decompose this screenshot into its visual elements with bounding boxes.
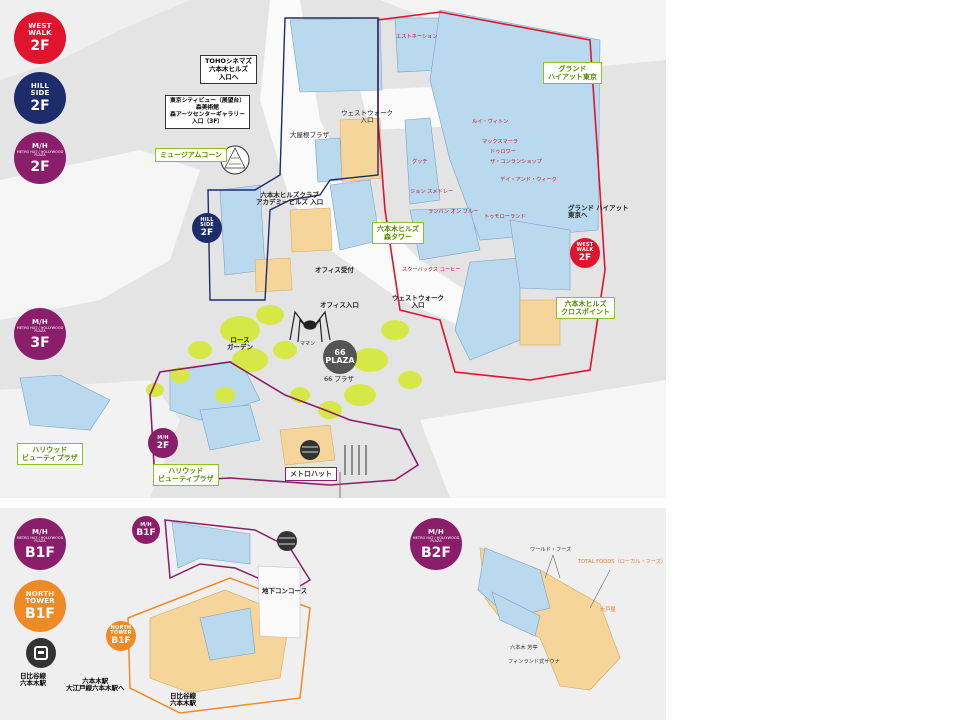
badge-sub: METRO HAT / HOLLYWOOD PLAZA: [16, 325, 64, 333]
badge-floor: 2F: [30, 158, 50, 175]
shop-label-b2f: 大戸屋: [600, 607, 616, 613]
shop-label: マックスマーラ: [482, 139, 519, 145]
station-hibiya-b1-label: 日比谷線 六本木駅: [170, 692, 196, 708]
badge-floor: 2F: [30, 98, 50, 114]
callout-toho-cinemas[interactable]: TOHOシネマズ 六本木ヒルズ 入口へ: [200, 55, 257, 85]
badge-sub: METRO HAT / HOLLYWOOD PLAZA: [412, 535, 460, 543]
badge-label: HILL SIDE: [200, 217, 214, 228]
shop-label: ザ・コンランショップ: [490, 159, 542, 165]
label-mori-tower[interactable]: 六本木ヒルズ 森タワー: [372, 222, 424, 245]
badge-mh-3f: M/H METRO HAT / HOLLYWOOD PLAZA 3F: [14, 308, 66, 360]
label-office-entrance: オフィス入口: [320, 301, 359, 309]
badge-label: WEST WALK: [28, 22, 52, 37]
shop-label: スターバックス コーヒー: [402, 267, 461, 273]
badge-floor: B1F: [111, 636, 131, 646]
label-metro-hat[interactable]: メトロハット: [285, 467, 337, 482]
badge-west-walk-2f: WEST WALK 2F: [14, 12, 66, 64]
badge-hill-side-inline: HILL SIDE 2F: [192, 213, 222, 243]
badge-mh-b2f: M/H METRO HAT / HOLLYWOOD PLAZA B2F: [410, 518, 462, 570]
label-crosspoint[interactable]: 六本木ヒルズ クロスポイント: [556, 297, 615, 320]
shop-label: ランバン オン ブルー: [428, 209, 479, 215]
badge-floor: B1F: [25, 606, 55, 622]
badge-label: NORTH TOWER: [110, 625, 132, 636]
badge-floor: B2F: [421, 544, 451, 561]
shop-label: エストネーション: [396, 34, 438, 40]
shop-label-b2f: ワールド・フーズ: [530, 547, 572, 553]
badge-label: NORTH TOWER: [25, 590, 55, 605]
label-west-walk-entrance-bottom: ウェストウォーク 入口: [392, 294, 444, 310]
badge-west-walk-inline: WEST WALK 2F: [570, 238, 600, 268]
badge-floor: B1F: [25, 544, 55, 561]
shop-label-b2f: フィンランド式サウナ: [508, 659, 560, 665]
label-grand-hyatt-link: グランド ハイアット 東京へ: [568, 204, 629, 220]
label-concourse: 地下コンコース: [262, 587, 308, 595]
maman-sculpture: [289, 310, 331, 343]
badge-floor: 2F: [156, 440, 170, 451]
train-icon: [26, 638, 56, 668]
shop-label: ルイ・ヴィトン: [472, 119, 509, 125]
badge-label: M/H: [32, 141, 48, 150]
badge-floor: 3F: [30, 334, 50, 351]
badge-label: M/H: [32, 317, 48, 326]
label-grand-hyatt[interactable]: グランド ハイアット東京: [543, 62, 602, 85]
badge-mh-2f: M/H METRO HAT / HOLLYWOOD PLAZA 2F: [14, 132, 66, 184]
plaza-66-marker: 66 PLAZA: [323, 340, 357, 374]
shop-label-b2f: TOTAL FOODS（ローカル・フーズ）: [578, 559, 667, 565]
shop-label: デイ・アンド・ウィーク: [500, 177, 557, 183]
shop-label-b2f: 六本木 芳亭: [510, 645, 538, 651]
badge-floor: B1F: [136, 527, 156, 538]
station-oedo-label: 六本木駅 大江戸線六本木駅へ: [66, 677, 125, 693]
map-b1f-panel: M/H METRO HAT / HOLLYWOOD PLAZA B1F NORT…: [0, 508, 666, 720]
badge-sub: METRO HAT / HOLLYWOOD PLAZA: [16, 149, 64, 157]
label-office-reception: オフィス受付: [315, 266, 354, 274]
west-walk-building: [289, 17, 383, 93]
badge-label: HILL SIDE: [30, 82, 50, 97]
badge-mh-inline: M/H 2F: [148, 428, 178, 458]
station-hibiya-label: 日比谷線 六本木駅: [20, 672, 46, 688]
badge-mh-b1f: M/H METRO HAT / HOLLYWOOD PLAZA B1F: [14, 518, 66, 570]
label-hollywood-beauty-plaza-3f[interactable]: ハリウッド ビューティプラザ: [17, 443, 83, 466]
label-daiyane-plaza: 大屋根プラザ: [290, 131, 329, 139]
label-rose-garden: ロース ガーデン: [227, 336, 253, 352]
badge-label: M/H: [157, 434, 169, 441]
plaza-66-sub: 66 プラザ: [324, 375, 354, 383]
badge-hill-side-2f: HILL SIDE 2F: [14, 72, 66, 124]
map-b1f-drawing: [127, 519, 621, 714]
label-hollywood-beauty-plaza[interactable]: ハリウッド ビューティプラザ: [153, 464, 219, 487]
shop-label: ジョン スメドレー: [410, 189, 454, 195]
badge-floor: 2F: [30, 38, 50, 54]
badge-sub: METRO HAT / HOLLYWOOD PLAZA: [16, 535, 64, 543]
badge-label: M/H: [32, 527, 48, 536]
badge-floor: 2F: [578, 253, 592, 263]
badge-mh-b1f-inline: M/H B1F: [132, 516, 160, 544]
shop-label: グッチ: [412, 159, 428, 165]
badge-label: M/H: [140, 521, 152, 528]
badge-floor: 2F: [200, 228, 214, 238]
label-maman: ママン: [300, 341, 316, 347]
badge-north-tower-b1f: NORTH TOWER B1F: [14, 580, 66, 632]
shop-label: ドゥロワー: [490, 149, 516, 155]
badge-label: WEST WALK: [576, 242, 594, 253]
label-museum-cone[interactable]: ミュージアムコーン: [155, 148, 228, 163]
metro-hat-drawing: [300, 440, 320, 460]
badge-label: M/H: [428, 527, 444, 536]
map-2f-panel: WEST WALK 2F HILL SIDE 2F M/H METRO HAT …: [0, 0, 666, 498]
label-roppongi-hills-club: 六本木ヒルズクラブ アカデミーヒルズ 入口: [256, 191, 324, 207]
label-west-walk-entrance-top: ウェストウォーク 入口: [341, 109, 393, 125]
badge-north-tower-inline: NORTH TOWER B1F: [106, 621, 136, 651]
shop-label: トゥモローランド: [484, 214, 526, 220]
callout-tokyo-city-view[interactable]: 東京シティビュー（展望台） 森美術館 森アーツセンターギャラリー 入口（3F）: [165, 95, 251, 129]
plaza-66-label: 66 PLAZA: [325, 348, 355, 365]
